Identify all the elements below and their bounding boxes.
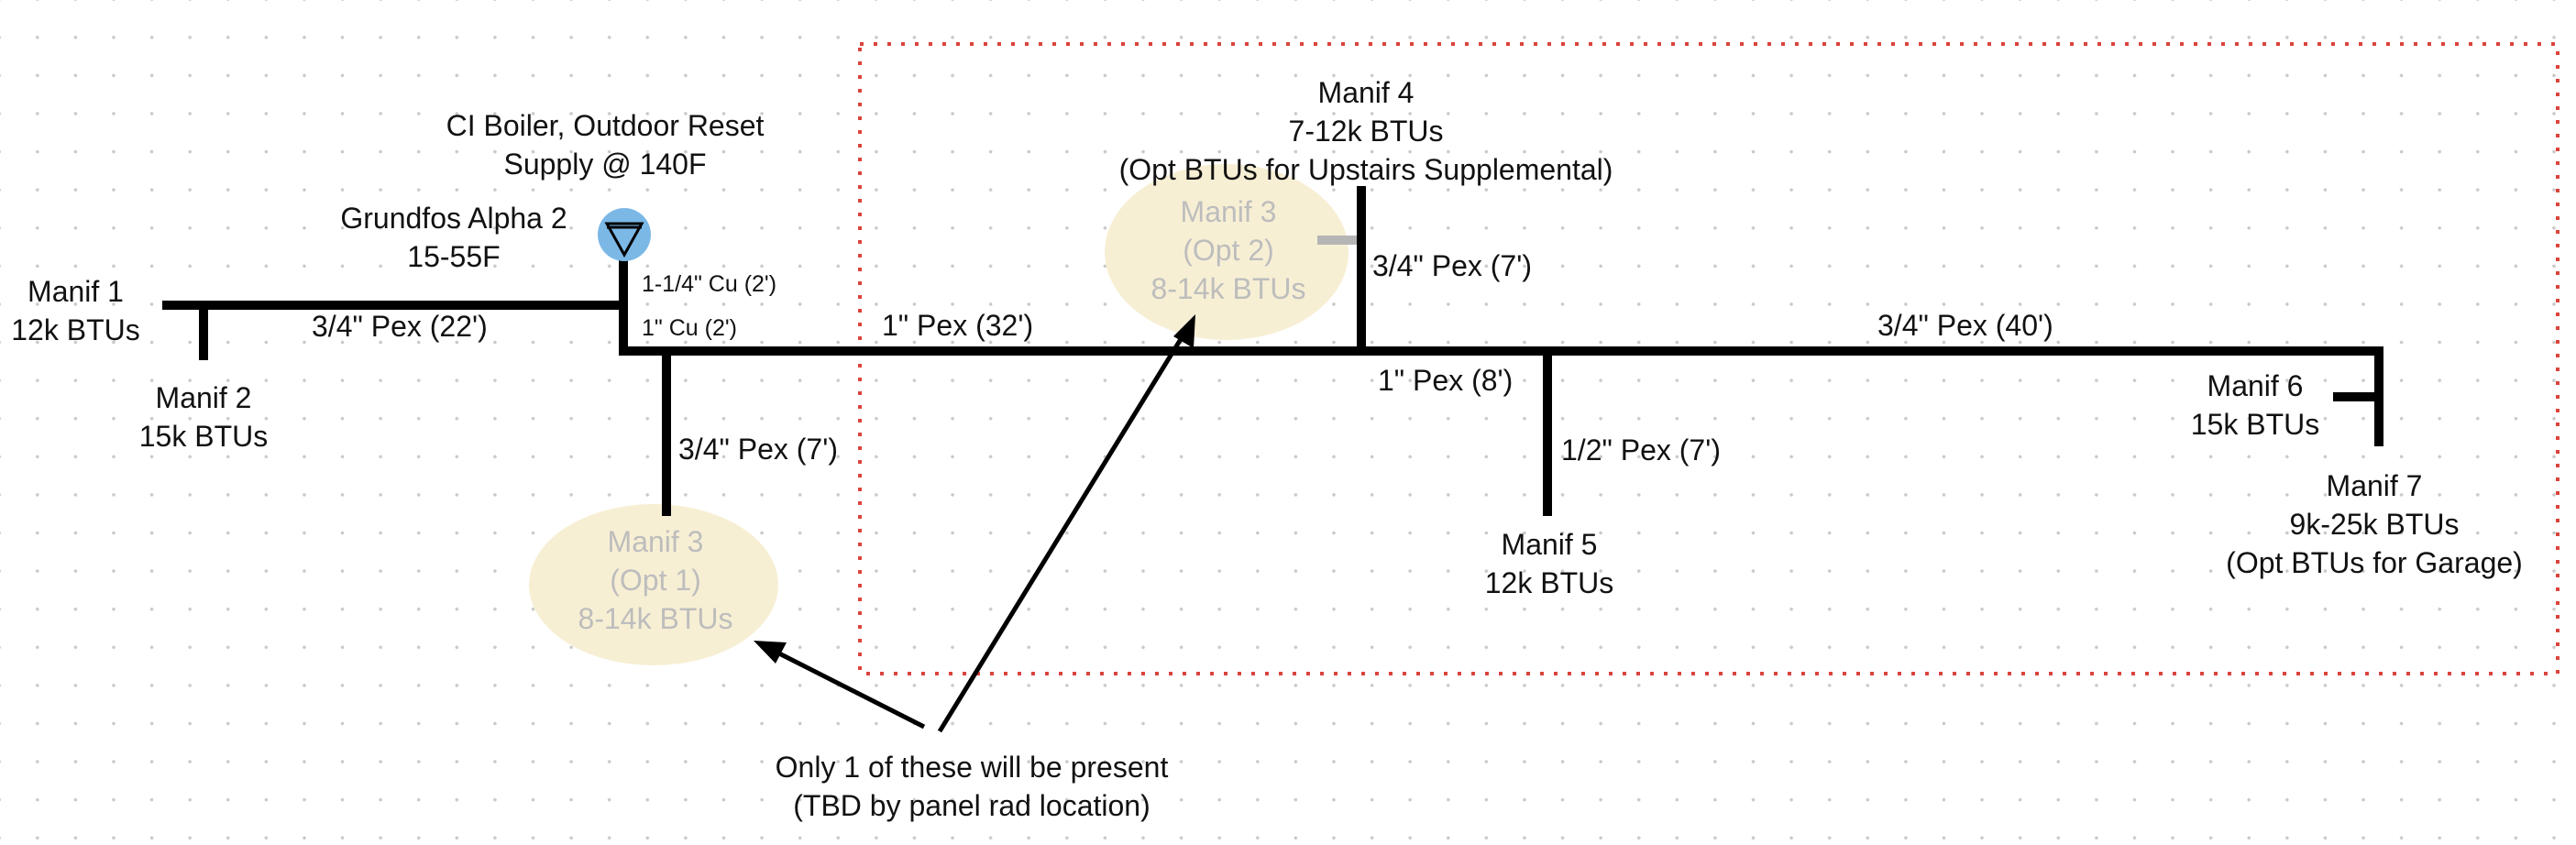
arrowhead-opt1 (754, 641, 787, 664)
manif5-label: Manif 5 12k BTUs (1458, 525, 1641, 602)
placement-note-line1: Only 1 of these will be present (775, 751, 1169, 784)
manif4-name: Manif 4 (1317, 76, 1415, 109)
placement-note: Only 1 of these will be present (TBD by … (715, 748, 1228, 825)
manif7-label: Manif 7 9k-25k BTUs (Opt BTUs for Garage… (2191, 466, 2558, 582)
manif3-opt1-label: Manif 3 (Opt 1) 8-14k BTUs (532, 522, 779, 638)
manif3-opt2-opt: (Opt 2) (1183, 234, 1274, 267)
manif1-btu: 12k BTUs (11, 313, 140, 346)
pipe-8-label: 1" Pex (8') (1378, 364, 1514, 397)
manif3-opt2-ellipse (1105, 164, 1349, 340)
manif1-label: Manif 1 12k BTUs (0, 272, 151, 349)
manif3-opt1-opt: (Opt 1) (610, 564, 701, 597)
manif3-opt1-btu: 8-14k BTUs (578, 602, 733, 635)
manif2-name: Manif 2 (155, 381, 252, 414)
manif5-btu: 12k BTUs (1484, 566, 1614, 599)
pipe-left-label: 3/4" Pex (22') (312, 310, 488, 343)
arrow-to-opt1 (777, 651, 926, 730)
pipe-main-label: 1" Pex (32') (882, 309, 1034, 342)
manif2-btu: 15k BTUs (138, 420, 269, 453)
manif3-opt2-btu: 8-14k BTUs (1150, 272, 1306, 305)
manif7-name: Manif 7 (2326, 469, 2423, 502)
manif4-btu: 7-12k BTUs (1288, 115, 1444, 148)
pump-label-line2: 15-55F (407, 240, 501, 273)
manif6-label: Manif 6 15k BTUs (2173, 367, 2338, 444)
manif3-opt2-name: Manif 3 (1180, 195, 1277, 228)
circulator-pump-icon (598, 208, 651, 261)
pipe-right-label: 3/4" Pex (40') (1877, 309, 2053, 342)
pump-label-line1: Grundfos Alpha 2 (340, 202, 567, 235)
manif5-name: Manif 5 (1501, 528, 1598, 561)
note-arrows (754, 314, 1195, 733)
manif3-opt1-ellipse (529, 504, 778, 665)
pipe-manif4-label: 3/4" Pex (7') (1372, 249, 1532, 282)
boiler-label-line1: CI Boiler, Outdoor Reset (446, 109, 765, 142)
manif4-label: Manif 4 7-12k BTUs (Opt BTUs for Upstair… (1063, 73, 1668, 189)
boiler-label: CI Boiler, Outdoor Reset Supply @ 140F (403, 106, 807, 183)
manif6-name: Manif 6 (2207, 369, 2304, 402)
arrowhead-opt2 (1173, 314, 1195, 348)
copper-lower-label: 1" Cu (2') (642, 315, 737, 341)
manif7-note: (Opt BTUs for Garage) (2226, 546, 2523, 579)
pump-label: Grundfos Alpha 2 15-55F (303, 199, 605, 276)
manif6-btu: 15k BTUs (2190, 408, 2320, 441)
manif2-label: Manif 2 15k BTUs (121, 379, 286, 455)
manif3-opt2-label: Manif 3 (Opt 2) 8-14k BTUs (1105, 192, 1352, 308)
dotted-zone-boundary (858, 42, 2559, 675)
pipe-opt1-label: 3/4" Pex (7') (678, 433, 838, 466)
pipe-manif5-label: 1/2" Pex (7') (1561, 433, 1721, 466)
boiler-label-line2: Supply @ 140F (503, 148, 707, 181)
manif3-opt1-name: Manif 3 (607, 525, 704, 558)
arrow-to-opt2 (937, 337, 1183, 733)
copper-upper-label: 1-1/4" Cu (2') (642, 271, 777, 297)
placement-note-line2: (TBD by panel rad location) (793, 789, 1150, 822)
manif4-note: (Opt BTUs for Upstairs Supplemental) (1118, 153, 1613, 186)
manif7-btu: 9k-25k BTUs (2289, 508, 2460, 541)
manif1-name: Manif 1 (28, 275, 124, 308)
